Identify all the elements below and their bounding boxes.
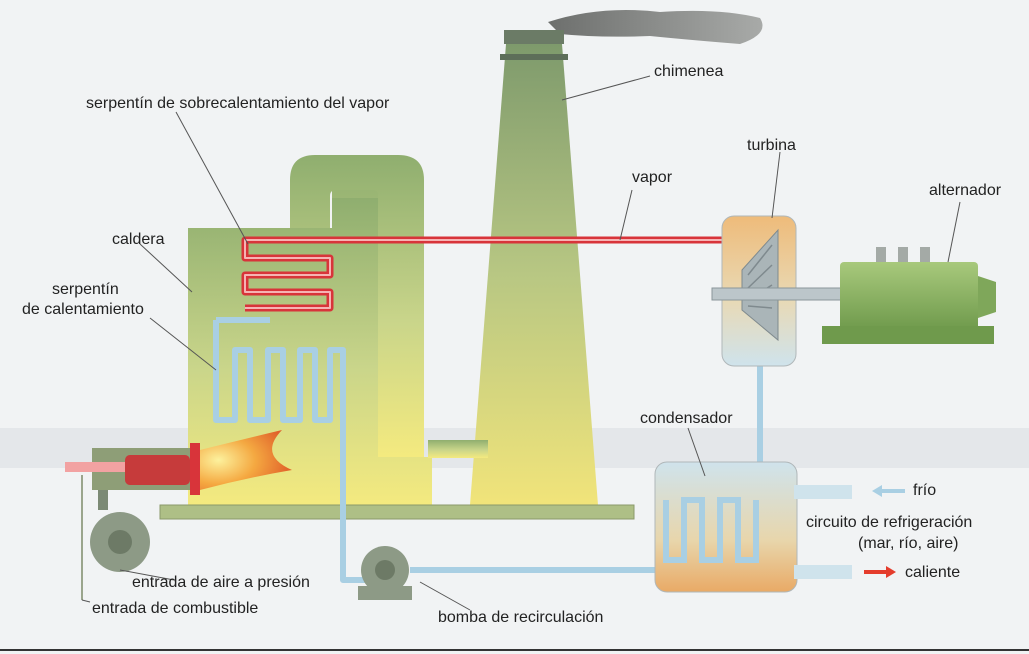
label-frio: frío	[913, 482, 936, 499]
superheater-coil	[241, 236, 738, 312]
label-bomba: bomba de recirculación	[438, 609, 603, 626]
leader-lines	[81, 75, 961, 611]
turbine-shaft	[711, 287, 848, 301]
burner	[65, 430, 292, 495]
label-serpentin-sobrecalentamiento: serpentín de sobrecalentamiento del vapo…	[86, 95, 390, 112]
chimney	[470, 30, 598, 505]
base-platform	[159, 504, 635, 520]
label-alternador: alternador	[929, 182, 1002, 199]
label-vapor: vapor	[632, 169, 673, 186]
label-caliente: caliente	[905, 564, 960, 581]
hot-arrow-icon	[864, 566, 896, 578]
condenser	[654, 461, 852, 593]
label-caldera: caldera	[112, 231, 165, 248]
label-circuito-1: circuito de refrigeración	[806, 514, 972, 531]
alternator	[822, 247, 996, 344]
labels: chimenea serpentín de sobrecalentamiento…	[22, 63, 1002, 626]
label-circuito-2: (mar, río, aire)	[858, 535, 958, 552]
label-serpentin-cal-2: de calentamiento	[22, 301, 144, 318]
blower-fan	[90, 490, 150, 572]
smoke	[548, 9, 763, 44]
recirculation-pump	[358, 546, 412, 600]
label-chimenea: chimenea	[654, 63, 723, 80]
label-entrada-combustible: entrada de combustible	[92, 600, 258, 617]
label-serpentin-cal-1: serpentín	[52, 281, 119, 298]
label-turbina: turbina	[747, 137, 796, 154]
cold-arrow-icon	[872, 485, 905, 497]
label-entrada-aire: entrada de aire a presión	[132, 574, 310, 591]
label-condensador: condensador	[640, 410, 733, 427]
